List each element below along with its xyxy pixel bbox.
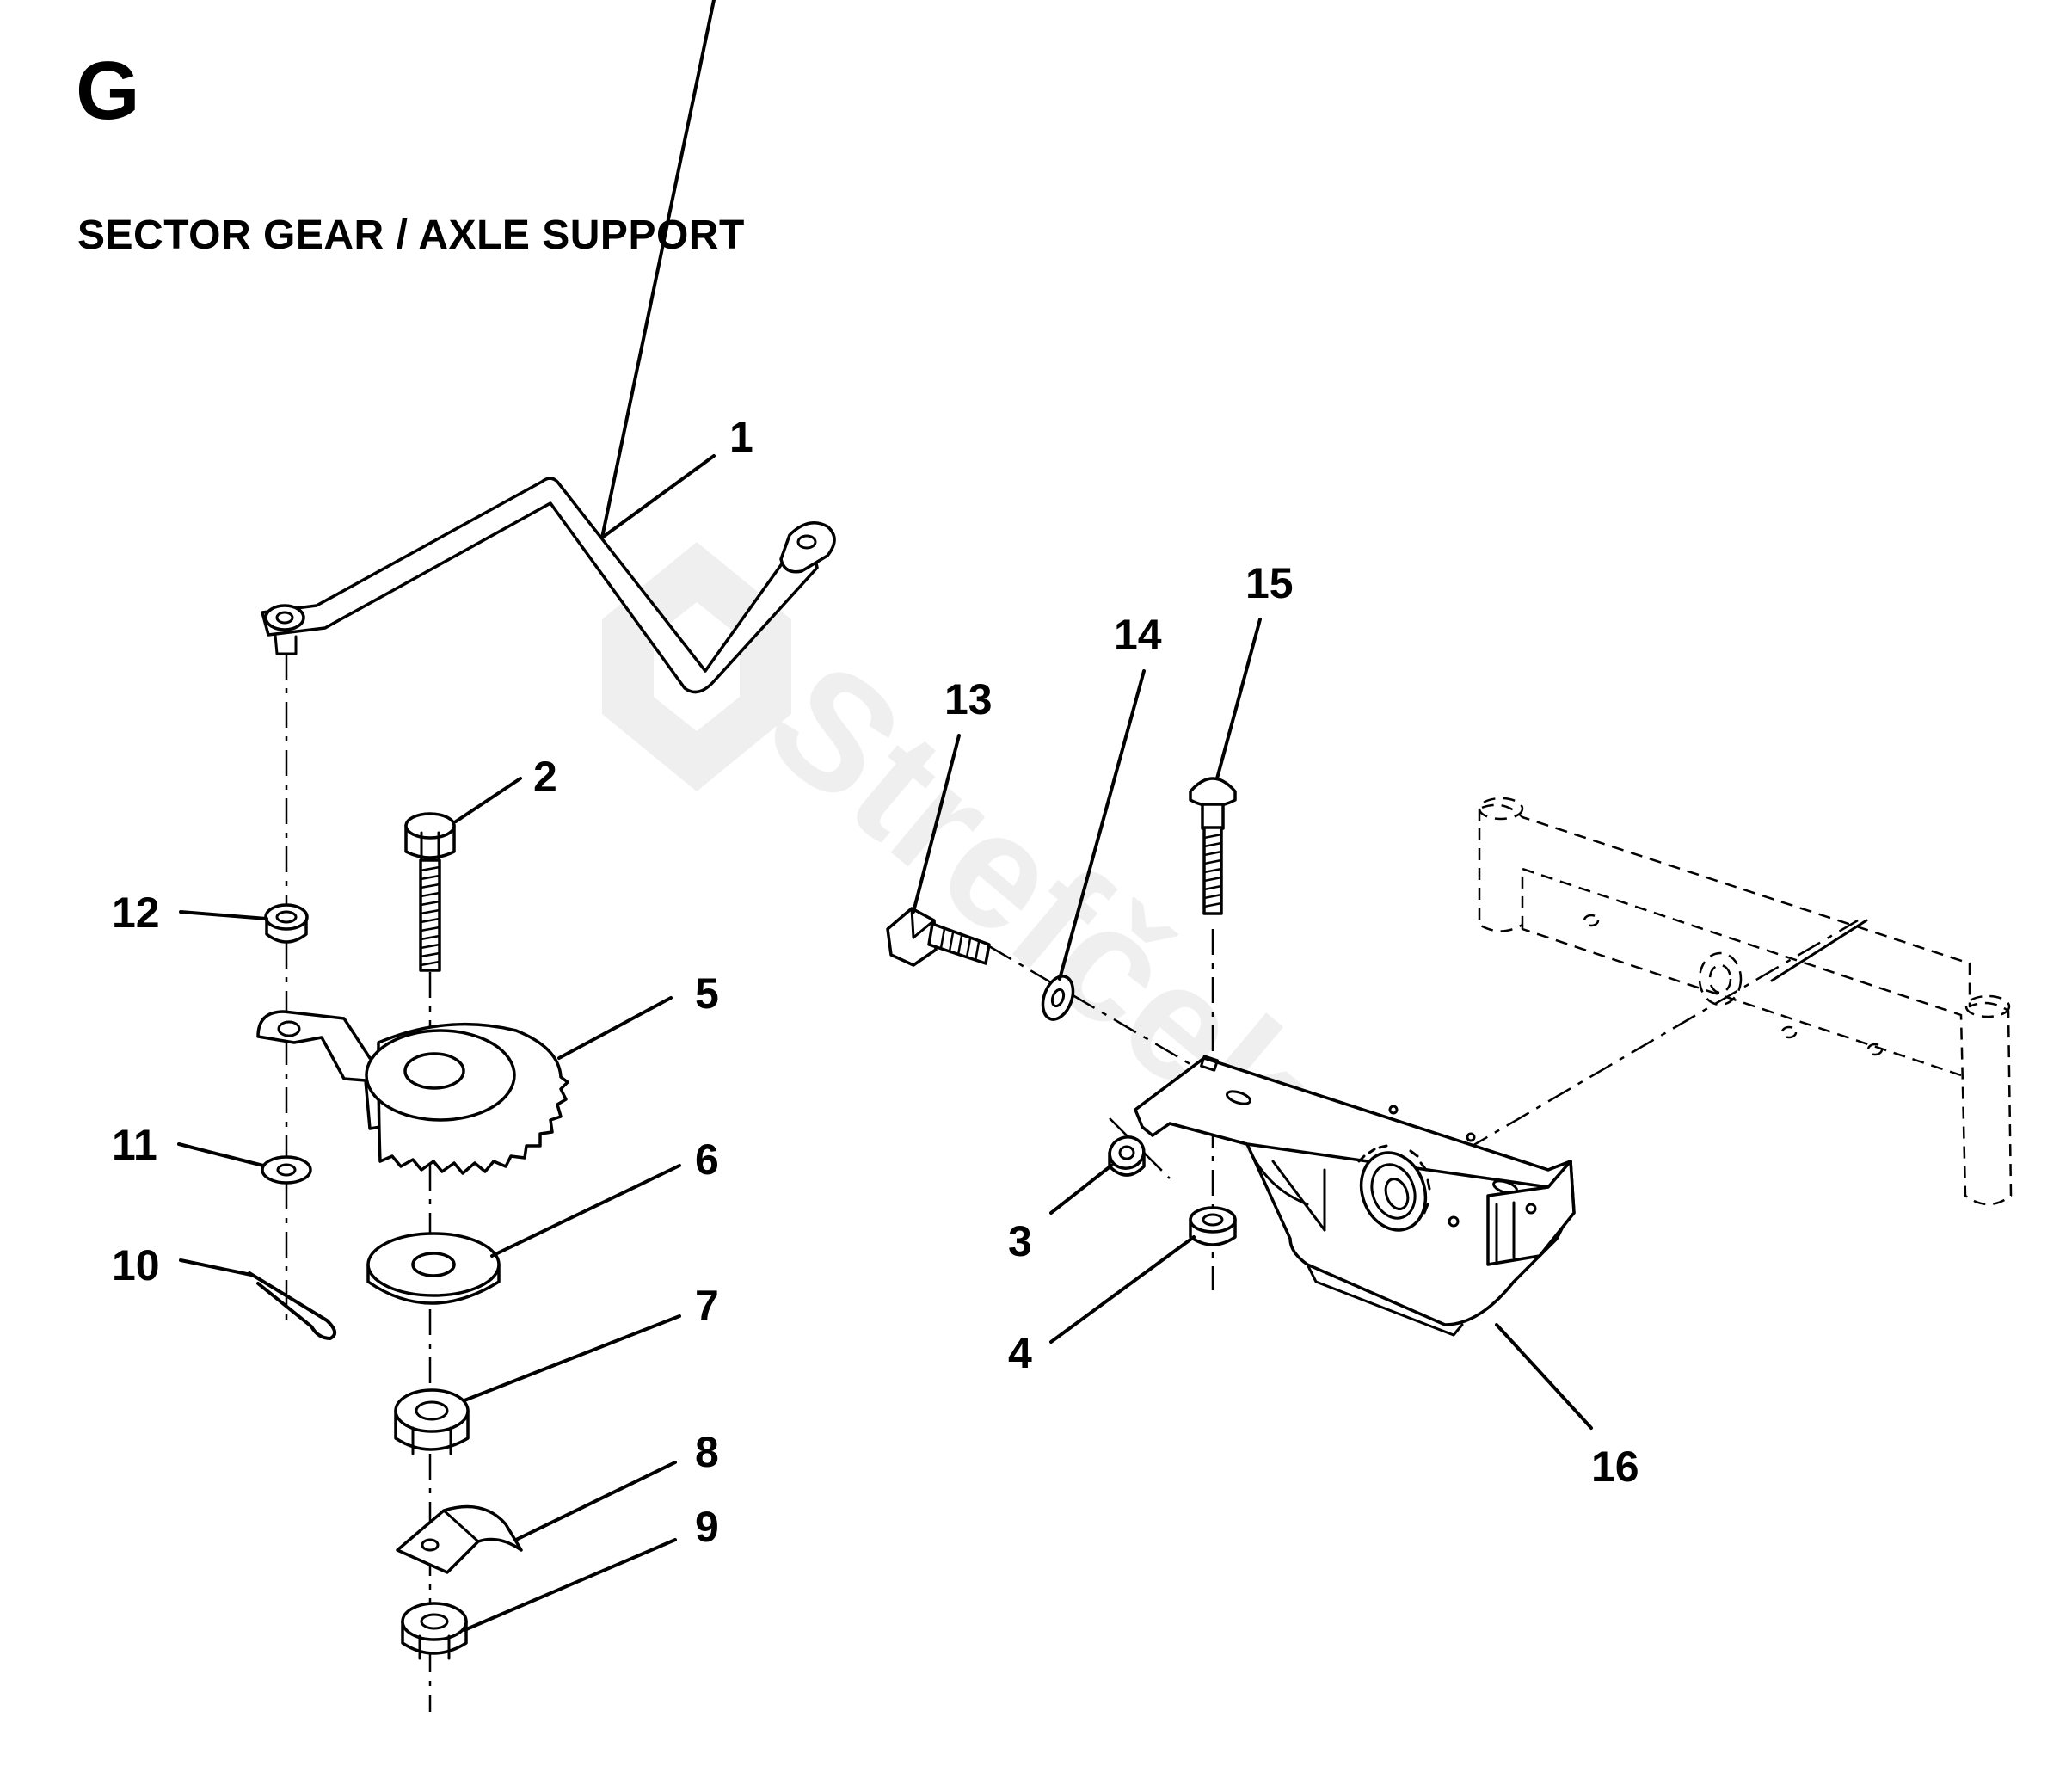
callout-1: 1: [729, 413, 753, 461]
leader-9: [463, 1538, 677, 1632]
part-16-axle-support[interactable]: [1134, 1055, 1576, 1337]
part-9-hex-nut[interactable]: [401, 1602, 468, 1660]
leader-6: [490, 1164, 681, 1258]
page-title: SECTOR GEAR / AXLE SUPPORT: [77, 212, 745, 258]
part-14-washer[interactable]: [1037, 972, 1079, 1024]
leader-10: [179, 1258, 253, 1277]
callout-15: 15: [1245, 559, 1294, 607]
leader-11: [177, 1142, 265, 1167]
part-8-clip[interactable]: [396, 1504, 523, 1574]
part-7-hex-nut[interactable]: [394, 1388, 470, 1455]
leader-14: [1058, 669, 1146, 981]
callout-11: 11: [112, 1121, 157, 1169]
leader-8: [514, 1461, 677, 1541]
callout-4: 4: [1008, 1329, 1032, 1377]
centerline-nut-3: [1109, 1117, 1171, 1179]
phantom-front-axle: [1478, 797, 2013, 1206]
part-10-cotter-pin[interactable]: [248, 1271, 337, 1340]
callout-12: 12: [112, 889, 160, 937]
part-13-hex-bolt[interactable]: [886, 907, 991, 967]
part-11-washer[interactable]: [261, 1155, 312, 1185]
callout-5: 5: [695, 969, 719, 1018]
part-12-flange-nut[interactable]: [264, 903, 309, 944]
callout-14: 14: [1114, 611, 1162, 659]
leader-1: [600, 0, 716, 539]
callout-13: 13: [944, 675, 993, 723]
leader-5: [557, 996, 673, 1060]
leader-13: [912, 734, 961, 914]
callout-16: 16: [1591, 1443, 1639, 1491]
leader-7: [463, 1314, 681, 1402]
callout-10: 10: [112, 1241, 160, 1289]
part-2-hex-bolt[interactable]: [404, 812, 456, 972]
part-6-spacer[interactable]: [366, 1232, 501, 1305]
leader-4: [1049, 1235, 1196, 1344]
callout-7: 7: [695, 1282, 719, 1330]
leader-12: [179, 910, 268, 920]
leader-2: [454, 777, 522, 823]
part-15-carriage-bolt[interactable]: [1189, 777, 1237, 915]
leader-15: [1215, 618, 1262, 780]
part-5-sector-gear[interactable]: [256, 1010, 569, 1175]
callout-8: 8: [695, 1428, 719, 1476]
section-letter: G: [76, 45, 140, 137]
part-3-nut[interactable]: [1105, 1132, 1148, 1177]
leader-16: [1495, 1323, 1593, 1430]
callout-9: 9: [695, 1503, 719, 1551]
callout-2: 2: [533, 753, 557, 801]
leader-3: [1049, 1164, 1113, 1215]
leader-1-main: [600, 454, 716, 539]
callout-6: 6: [695, 1135, 719, 1184]
part-1-drag-link[interactable]: [261, 477, 836, 694]
part-4-nut[interactable]: [1189, 1206, 1237, 1246]
callout-3: 3: [1008, 1217, 1032, 1265]
